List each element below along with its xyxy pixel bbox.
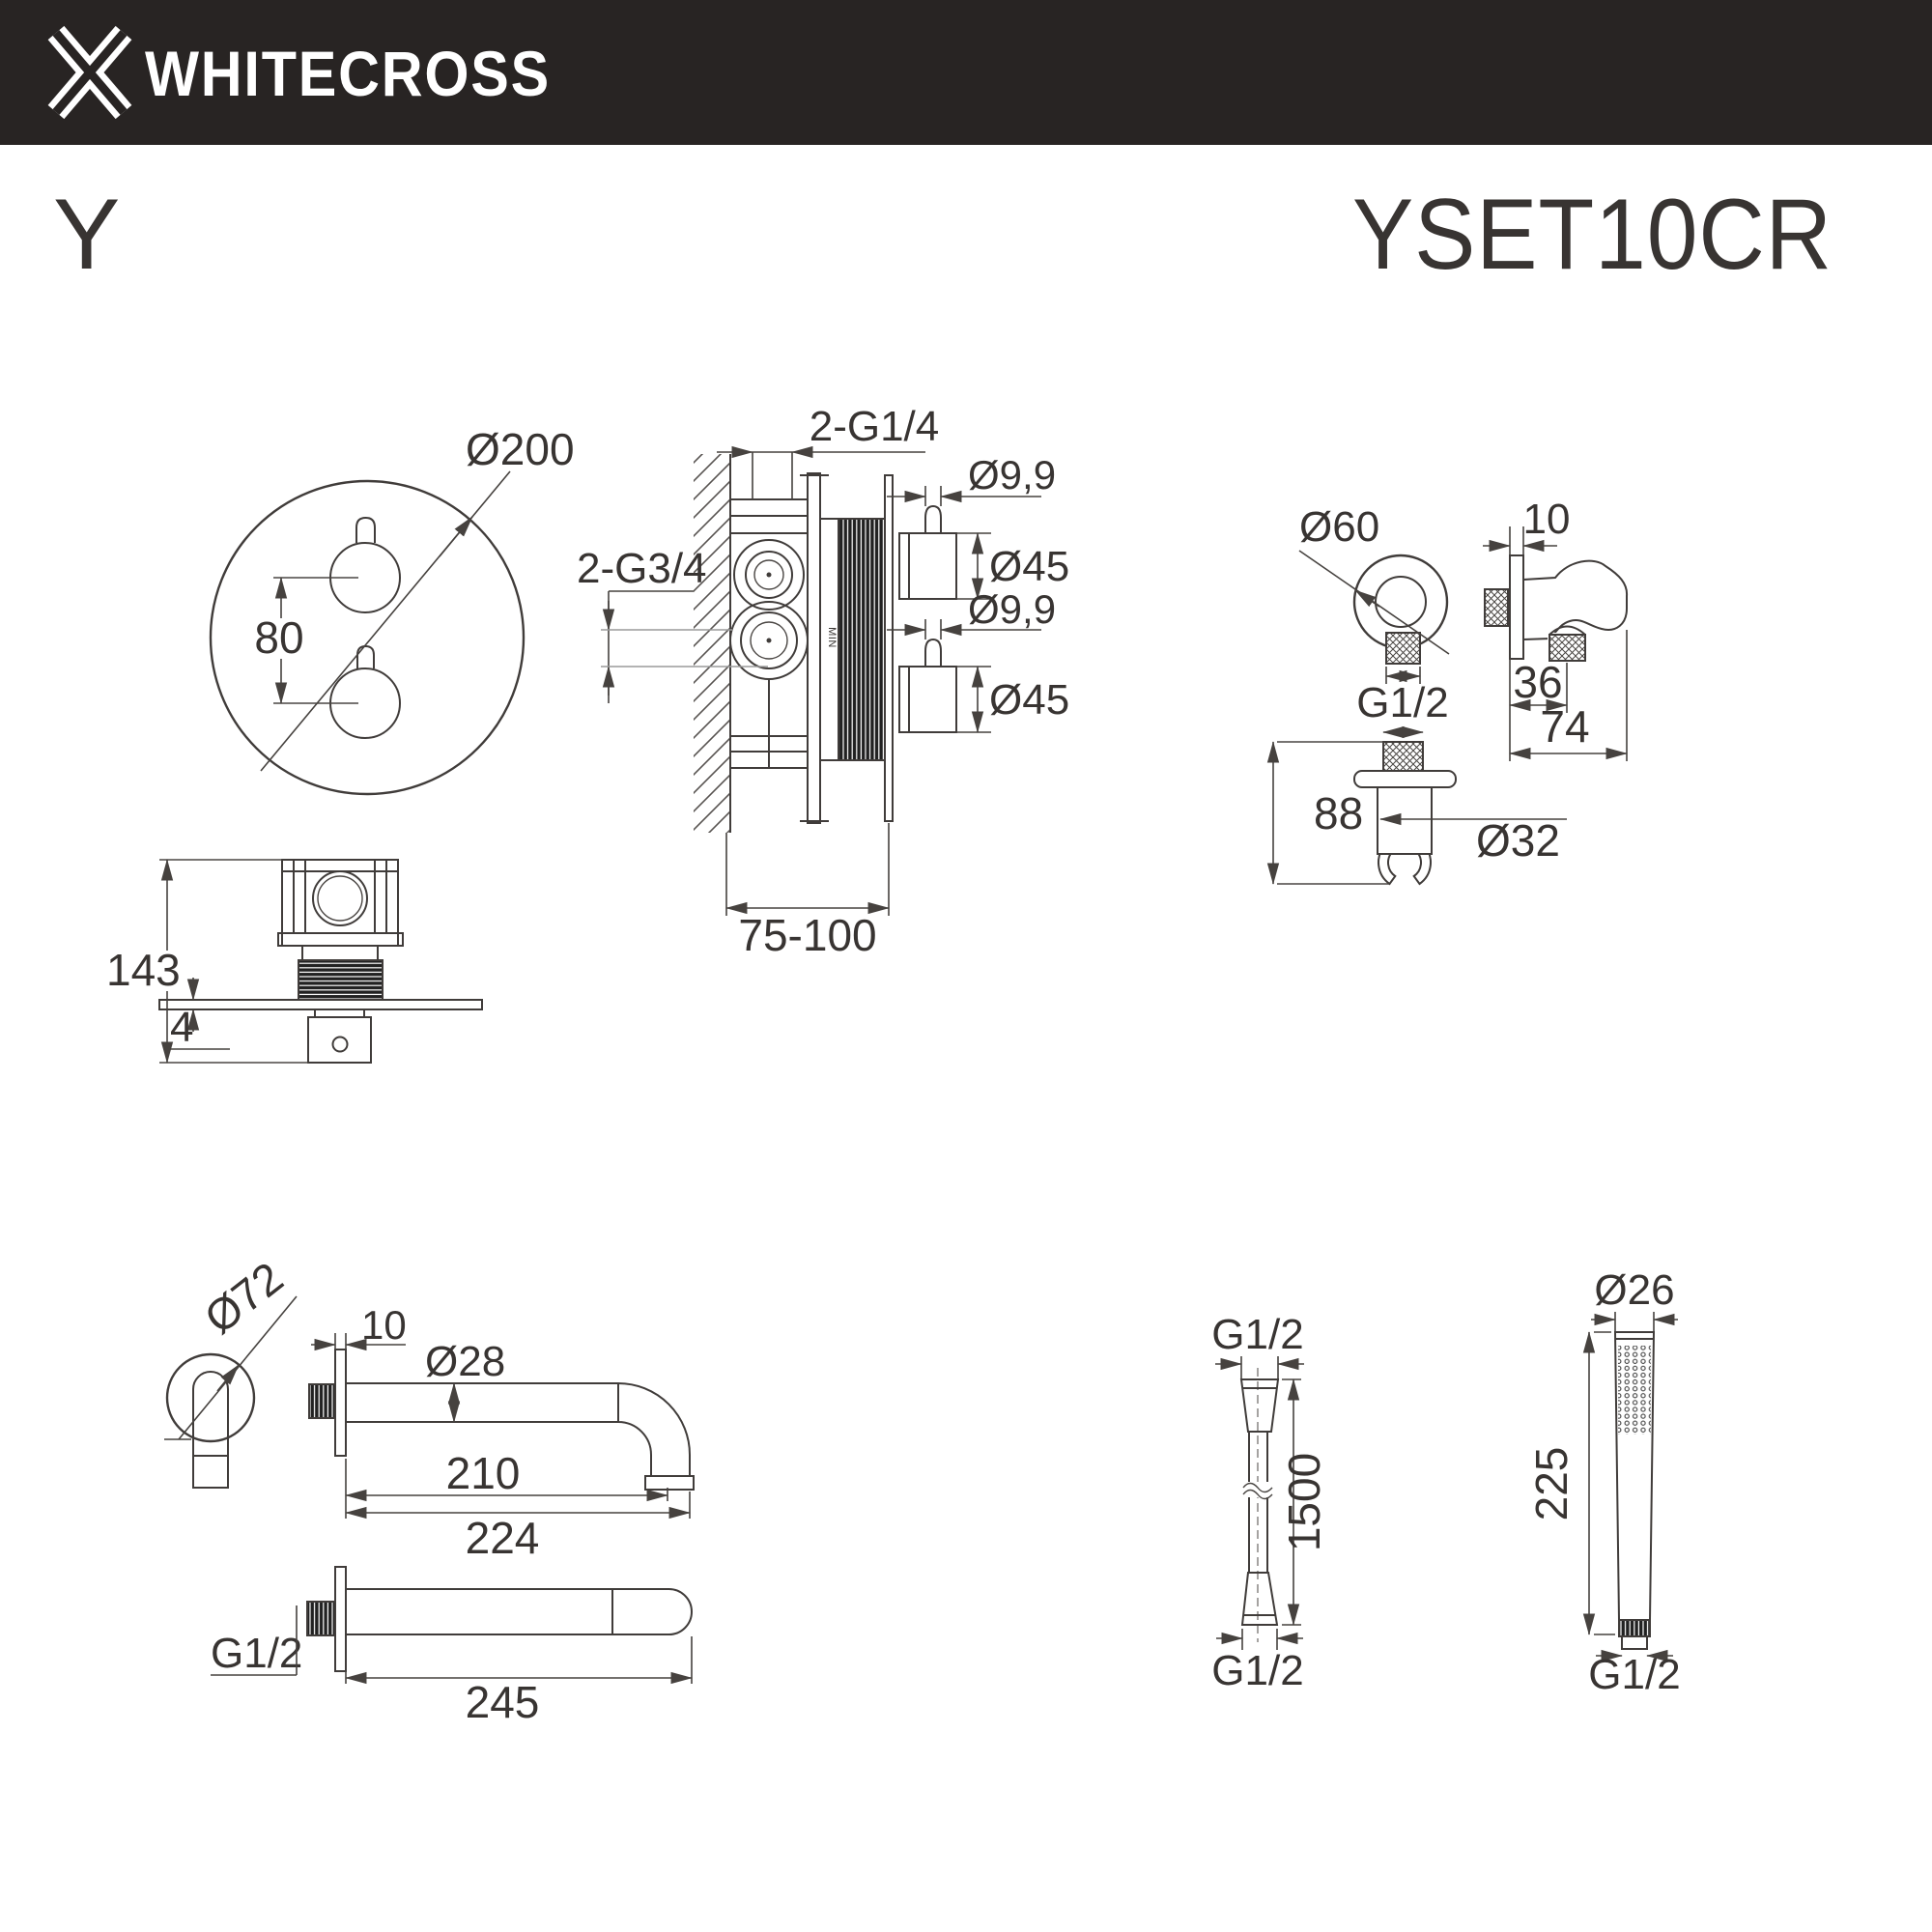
wall-elbow-drawing: Ø60 G1/2 88 Ø32 10 36 74 [1266,496,1629,886]
spray-face-nozzles [1618,1346,1651,1435]
whitecross-logo-icon [47,25,132,120]
spout-drawing: Ø72 10 Ø28 210 224 G1/2 245 [164,1252,695,1727]
knob-dia-top-dim: Ø45 [989,543,1069,590]
spout-total-length-dim: 224 [466,1513,540,1563]
threaded-sleeve [838,518,886,761]
handshower-thread-dim: G1/2 [1588,1651,1680,1698]
header-background [0,0,1932,145]
threaded-sleeve-side [298,959,384,1004]
elbow-thread-side [1484,588,1509,627]
header-bar: WHITECROSS [0,0,1932,145]
min-depth-mark: MIN [826,627,838,648]
hose-thread-bottom-dim: G1/2 [1211,1647,1303,1694]
handshower-length-dim: 225 [1526,1447,1577,1521]
outlet-offset-dim: 36 [1513,657,1562,707]
valve-section-drawing: MIN 2-G1/4 Ø9,9 Ø45 Ø9,9 Ø45 2-G3/4 [577,403,1069,960]
stem-dia-top-dim: Ø9,9 [968,452,1056,497]
spout-thread [308,1383,336,1419]
handshower-drawing: Ø26 225 G1/2 [1526,1266,1681,1698]
elbow-thread-front [1385,632,1421,665]
brand-name: WHITECROSS [145,38,551,109]
valve-height-dim: 143 [106,945,181,995]
product-model: YSET10CR [1352,179,1833,291]
handshower-dia-dim: Ø26 [1594,1266,1674,1314]
side-threads-dim: 2-G3/4 [577,545,707,592]
holder-thread-front [1382,741,1424,772]
knob-spacing-dim: 80 [254,612,303,663]
spout-straight-length-dim: 245 [466,1677,540,1727]
elbow-plate-thickness-dim: 10 [1523,496,1571,543]
plate-thickness-dim: 4 [170,1004,193,1051]
knob-dia-bottom-dim: Ø45 [989,676,1069,724]
valve-side-drawing: 143 4 [106,859,483,1064]
elbow-thread-dim: G1/2 [1356,679,1448,726]
spout-plate-thickness-dim: 10 [361,1302,407,1348]
trim-plate-drawing: 80 Ø200 [209,424,575,796]
hose-length-dim: 1500 [1279,1453,1329,1551]
handshower-thread [1618,1619,1651,1637]
escutcheon-dia-dim: Ø60 [1299,503,1379,551]
elbow-outlet-thread [1548,634,1586,662]
hose-drawing: G1/2 G1/2 1500 [1211,1311,1329,1694]
wall-hatch [694,454,730,833]
hose-thread-top-dim: G1/2 [1211,1311,1303,1358]
stem-dia-bottom-dim: Ø9,9 [968,586,1056,632]
top-threads-dim: 2-G1/4 [810,403,940,450]
total-depth-dim: 74 [1540,701,1589,752]
spout-reach-dim: 210 [446,1448,521,1498]
mounting-depth-dim: 75-100 [738,910,876,960]
straight-spout-thread [306,1601,336,1636]
holder-height-dim: 88 [1314,788,1363,838]
spout-escutcheon-dia-dim: Ø72 [195,1252,293,1344]
holder-dia-dim: Ø32 [1476,815,1560,866]
plate-diameter-dim: Ø200 [466,424,575,474]
spout-thread-dim: G1/2 [211,1630,302,1677]
holder-side-profile [1522,559,1629,641]
product-series: Y [53,179,121,291]
spout-tube-dia-dim: Ø28 [425,1338,505,1385]
